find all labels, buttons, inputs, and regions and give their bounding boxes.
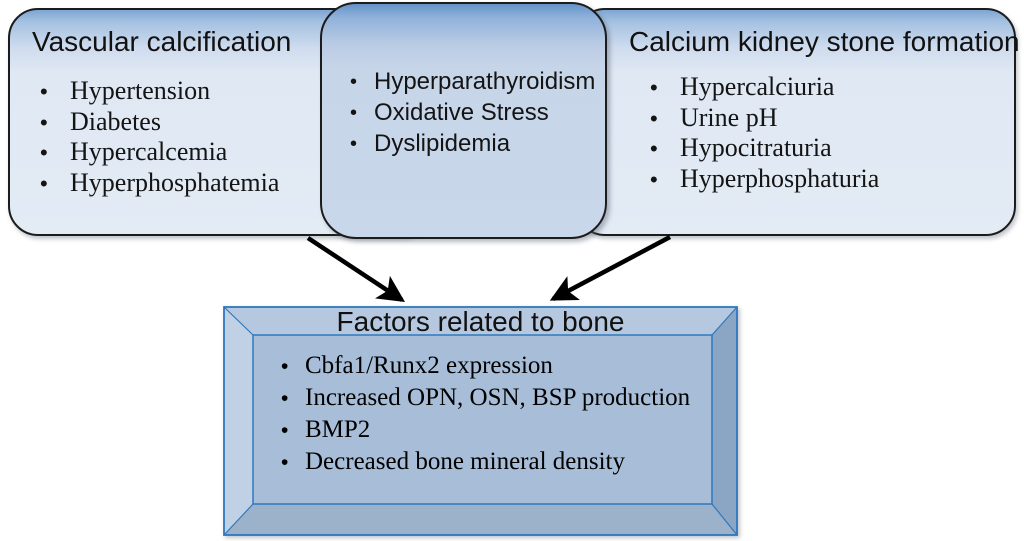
list-item: Dyslipidemia: [350, 128, 595, 160]
arrow-left-to-bone-icon: [306, 236, 406, 302]
kidney-stone-box: Calcium kidney stone formation Hypercalc…: [575, 8, 1020, 236]
kidney-bullet-list: Hypercalciuria Urine pH Hypocitraturia H…: [650, 72, 879, 194]
list-item: Decreased bone mineral density: [281, 446, 690, 479]
bone-bullet-list: Cbfa1/Runx2 expression Increased OPN, OS…: [281, 350, 690, 479]
shared-bullet-list: Hyperparathyroidism Oxidative Stress Dys…: [350, 66, 595, 160]
list-item: Urine pH: [650, 103, 879, 134]
list-item: Hypercalciuria: [650, 72, 879, 103]
kidney-box-title: Calcium kidney stone formation: [629, 26, 1020, 57]
bone-factors-box: Factors related to bone Cbfa1/Runx2 expr…: [223, 306, 738, 536]
list-item: Hypertension: [40, 76, 279, 107]
arrow-right-to-bone-icon: [549, 235, 672, 301]
vascular-bullet-list: Hypertension Diabetes Hypercalcemia Hype…: [40, 76, 279, 198]
list-item: Oxidative Stress: [350, 97, 595, 129]
list-item: Cbfa1/Runx2 expression: [281, 350, 690, 383]
list-item: BMP2: [281, 414, 690, 447]
list-item: Hypocitraturia: [650, 133, 879, 164]
list-item: Hypercalcemia: [40, 137, 279, 168]
shared-factors-box: Hyperparathyroidism Oxidative Stress Dys…: [320, 2, 607, 239]
vascular-box-title: Vascular calcification: [32, 26, 292, 57]
list-item: Increased OPN, OSN, BSP production: [281, 382, 690, 415]
list-item: Hyperphosphatemia: [40, 168, 279, 199]
list-item: Hyperphosphaturia: [650, 164, 879, 195]
list-item: Hyperparathyroidism: [350, 66, 595, 98]
list-item: Diabetes: [40, 107, 279, 138]
bone-box-title: Factors related to bone: [336, 306, 625, 337]
